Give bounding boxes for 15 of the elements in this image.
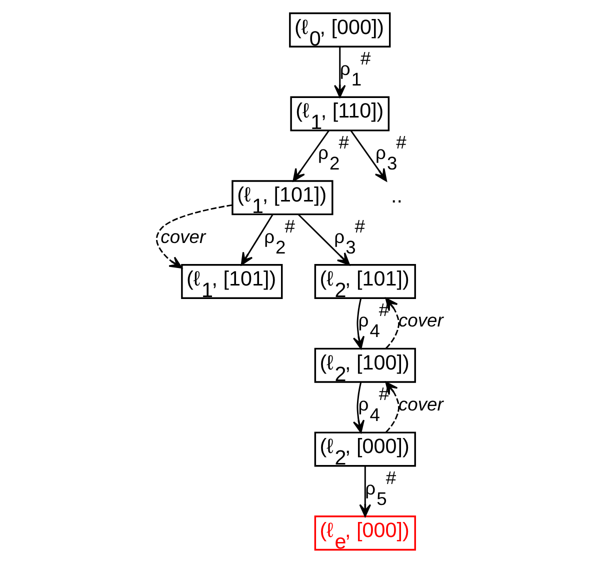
- arrow: [352, 382, 365, 434]
- arrow: [385, 298, 400, 349]
- edge-label: cover: [398, 393, 444, 414]
- arrow: [298, 214, 350, 266]
- arrow: [385, 382, 400, 433]
- arrow: [156, 204, 232, 268]
- edge-label: cover: [160, 226, 206, 247]
- edge-label: cover: [398, 310, 444, 331]
- node-text: ..: [390, 184, 402, 208]
- arrow: [334, 46, 346, 98]
- arrow: [292, 130, 330, 182]
- arrow: [240, 214, 274, 266]
- arrow: [352, 298, 365, 350]
- arrow: [350, 130, 388, 182]
- arrow: [359, 466, 372, 517]
